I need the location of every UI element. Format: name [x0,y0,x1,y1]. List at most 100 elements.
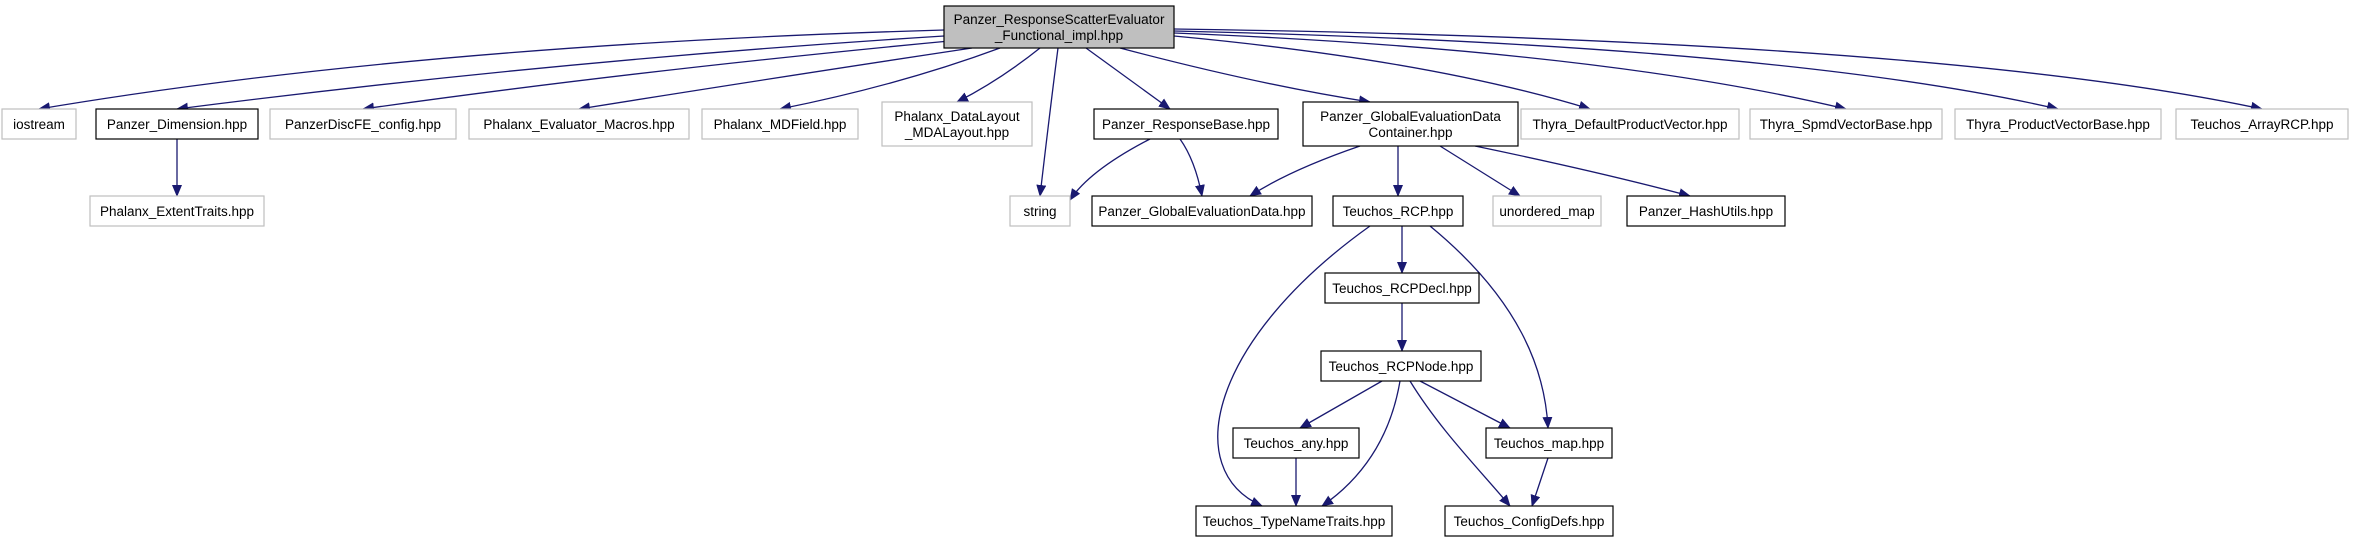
edge-root-to-thyra_svb [1173,32,1847,112]
node-label: Thyra_SpmdVectorBase.hpp [1760,117,1933,132]
node-panzer_responsebase[interactable]: Panzer_ResponseBase.hpp [1093,108,1279,140]
node-teuchos_map[interactable]: Teuchos_map.hpp [1485,427,1613,459]
node-label: Teuchos_ArrayRCP.hpp [2190,117,2333,132]
node-box [1320,350,1482,382]
node-box [1444,505,1614,537]
node-box [943,5,1175,49]
node-box [1,108,77,140]
node-unordered_map: unordered_map [1492,195,1602,227]
node-label: Teuchos_RCPDecl.hpp [1332,281,1472,296]
node-label: Panzer_GlobalEvaluationData.hpp [1098,204,1305,219]
edge-root-to-panzerdiscfe [362,39,961,113]
node-label: _MDALayout.hpp [904,125,1009,140]
node-label: Teuchos_RCP.hpp [1343,204,1454,219]
node-label: unordered_map [1499,204,1594,219]
node-label: Panzer_Dimension.hpp [107,117,247,132]
node-panzer_dimension[interactable]: Panzer_Dimension.hpp [95,108,259,140]
edge-root-to-panzer_dimension [176,35,945,113]
edge-root-to-phalanx_datalayout [956,47,1041,103]
node-box [95,108,259,140]
node-box [1195,505,1393,537]
edge-root-to-string [1036,47,1059,197]
node-label: Panzer_ResponseScatterEvaluator [954,12,1165,27]
node-label: iostream [13,117,65,132]
node-box [1093,108,1279,140]
edge-panzer_gedc-to-panzer_hashutils [1474,145,1691,198]
node-box [89,195,265,227]
node-teuchos_configdefs[interactable]: Teuchos_ConfigDefs.hpp [1444,505,1614,537]
node-label: string [1023,204,1056,219]
node-box [881,101,1033,147]
node-box [1954,108,2162,140]
node-root[interactable]: Panzer_ResponseScatterEvaluator_Function… [943,5,1175,49]
node-box [1626,195,1786,227]
node-panzerdiscfe: PanzerDiscFE_config.hpp [269,108,457,140]
node-label: Panzer_HashUtils.hpp [1639,204,1773,219]
node-thyra_pvb: Thyra_ProductVectorBase.hpp [1954,108,2162,140]
node-thyra_svb: Thyra_SpmdVectorBase.hpp [1749,108,1943,140]
node-box [1492,195,1602,227]
edge-root-to-teuchos_arrayrcp [1173,28,2263,112]
node-teuchos_rcp[interactable]: Teuchos_RCP.hpp [1332,195,1464,227]
edges-layer [38,28,2263,507]
node-phalanx_extent: Phalanx_ExtentTraits.hpp [89,195,265,227]
node-label: Panzer_GlobalEvaluationData [1320,109,1501,124]
node-box [1324,272,1480,304]
edge-teuchos_rcp-to-teuchos_map [1429,225,1553,429]
node-teuchos_typename[interactable]: Teuchos_TypeNameTraits.hpp [1195,505,1393,537]
node-label: Phalanx_Evaluator_Macros.hpp [483,117,674,132]
node-box [1749,108,1943,140]
node-label: Teuchos_map.hpp [1494,436,1604,451]
node-box [1520,108,1740,140]
node-box [1009,195,1071,227]
node-teuchos_any[interactable]: Teuchos_any.hpp [1232,427,1360,459]
node-box [1485,427,1613,459]
node-phalanx_mdfield: Phalanx_MDField.hpp [701,108,859,140]
node-box [1091,195,1313,227]
edge-teuchos_rcpnode-to-teuchos_typename [1321,380,1401,507]
node-box [1232,427,1360,459]
node-teuchos_rcpdecl[interactable]: Teuchos_RCPDecl.hpp [1324,272,1480,304]
edge-root-to-phalanx_mdfield [779,47,1001,112]
node-teuchos_arrayrcp: Teuchos_ArrayRCP.hpp [2175,108,2349,140]
node-label: Container.hpp [1368,125,1452,140]
edge-root-to-panzer_responsebase [1085,47,1171,110]
node-label: Teuchos_ConfigDefs.hpp [1454,514,1605,529]
node-box [701,108,859,140]
node-label: Phalanx_DataLayout [894,109,1020,124]
edge-panzer_gedc-to-panzer_ged [1249,145,1361,197]
node-label: Phalanx_ExtentTraits.hpp [100,204,254,219]
node-label: Thyra_DefaultProductVector.hpp [1532,117,1727,132]
node-string: string [1009,195,1071,227]
nodes-layer: Panzer_ResponseScatterEvaluator_Function… [1,5,2349,537]
node-label: Teuchos_any.hpp [1244,436,1349,451]
edge-root-to-panzer_gedc [1119,47,1371,106]
edge-root-to-iostream [38,29,945,113]
node-label: Thyra_ProductVectorBase.hpp [1966,117,2150,132]
edge-root-to-phalanx_evalmacros [578,47,973,113]
node-box [2175,108,2349,140]
node-phalanx_datalayout: Phalanx_DataLayout_MDALayout.hpp [881,101,1033,147]
edge-teuchos_rcpnode-to-teuchos_configdefs [1409,380,1511,507]
node-label: _Functional_impl.hpp [994,28,1123,43]
node-thyra_dpv: Thyra_DefaultProductVector.hpp [1520,108,1740,140]
node-phalanx_evalmacros: Phalanx_Evaluator_Macros.hpp [468,108,690,140]
edge-root-to-thyra_dpv [1173,35,1591,111]
node-box [269,108,457,140]
node-panzer_ged[interactable]: Panzer_GlobalEvaluationData.hpp [1091,195,1313,227]
node-teuchos_rcpnode[interactable]: Teuchos_RCPNode.hpp [1320,350,1482,382]
node-panzer_hashutils[interactable]: Panzer_HashUtils.hpp [1626,195,1786,227]
edge-teuchos_rcpnode-to-teuchos_any [1299,380,1383,429]
node-box [1332,195,1464,227]
edge-teuchos_rcpnode-to-teuchos_map [1419,380,1511,429]
node-box [1302,101,1519,147]
edge-root-to-thyra_pvb [1173,30,2059,112]
node-label: Panzer_ResponseBase.hpp [1102,117,1270,132]
edge-teuchos_rcp-to-teuchos_typename [1217,225,1371,507]
node-label: Teuchos_RCPNode.hpp [1329,359,1474,374]
edge-teuchos_map-to-teuchos_configdefs [1530,457,1549,507]
node-box [468,108,690,140]
node-label: Teuchos_TypeNameTraits.hpp [1203,514,1386,529]
